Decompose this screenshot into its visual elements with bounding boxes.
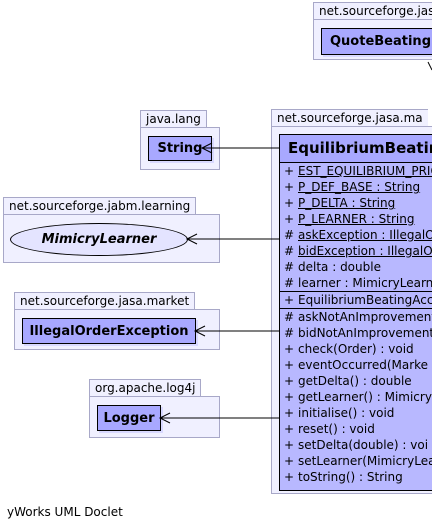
methods-section: #askNotAnImprovement#bidNotAnImprovement…: [280, 309, 432, 485]
member-row: +EquilibriumBeatingAcc: [280, 292, 432, 308]
member-row: +P_DEF_BASE : String: [280, 179, 432, 195]
visibility-marker: +: [284, 212, 295, 226]
member-text: learner : MimicryLearne: [298, 276, 432, 290]
member-text: bidNotAnImprovement: [298, 326, 432, 340]
member-text: P_DELTA : String: [298, 196, 396, 210]
member-row: #bidException : IllegalO: [280, 243, 432, 259]
class-name: QuoteBeating: [330, 34, 431, 49]
class-quote-beating[interactable]: QuoteBeating: [321, 28, 432, 55]
member-text: EST_EQUILIBRIUM_PRIC: [298, 164, 432, 178]
member-text: getDelta() : double: [298, 374, 412, 388]
constructors-section: +EquilibriumBeatingAcc: [280, 292, 432, 309]
visibility-marker: +: [284, 196, 295, 210]
member-text: setLearner(MimicryLea: [298, 454, 432, 468]
package-learning: net.sourceforge.jabm.learning MimicryLea…: [3, 197, 220, 263]
member-row: #delta : double: [280, 259, 432, 275]
package-label: net.sourceforge.jasa.ma: [271, 109, 428, 126]
member-text: askException : IllegalO: [298, 228, 432, 242]
visibility-marker: #: [284, 276, 295, 290]
member-row: #askNotAnImprovement: [280, 309, 432, 325]
package-label: org.apache.log4j: [89, 379, 202, 396]
fields-section: +EST_EQUILIBRIUM_PRIC+P_DEF_BASE : Strin…: [280, 163, 432, 292]
package-java-lang: java.lang String: [140, 110, 220, 170]
member-row: +getLearner() : Mimicry: [280, 389, 432, 405]
visibility-marker: #: [284, 244, 295, 258]
visibility-marker: +: [284, 438, 295, 452]
visibility-marker: +: [284, 470, 295, 484]
visibility-marker: +: [284, 342, 295, 356]
package-log4j: org.apache.log4j Logger: [89, 379, 220, 438]
package-quote: net.sourceforge.jasa QuoteBeating: [313, 2, 432, 60]
member-row: #learner : MimicryLearne: [280, 275, 432, 291]
member-text: delta : double: [298, 260, 381, 274]
member-row: +reset() : void: [280, 421, 432, 437]
visibility-marker: +: [284, 180, 295, 194]
class-illegal-order-exception[interactable]: IllegalOrderException: [22, 318, 196, 344]
package-label: java.lang: [140, 110, 207, 127]
class-name: IllegalOrderException: [29, 323, 189, 339]
visibility-marker: +: [284, 164, 295, 178]
member-text: P_DEF_BASE : String: [298, 180, 421, 194]
visibility-marker: +: [284, 390, 295, 404]
member-row: +P_LEARNER : String: [280, 211, 432, 227]
visibility-marker: +: [284, 293, 295, 307]
package-label: net.sourceforge.jasa.market: [14, 292, 196, 309]
interface-mimicry-learner[interactable]: MimicryLearner: [10, 223, 188, 256]
member-text: EquilibriumBeatingAcc: [298, 293, 432, 307]
member-row: +setDelta(double) : voi: [280, 437, 432, 453]
visibility-marker: +: [284, 358, 295, 372]
member-row: +EST_EQUILIBRIUM_PRIC: [280, 163, 432, 179]
member-text: reset() : void: [298, 422, 375, 436]
member-text: initialise() : void: [298, 406, 395, 420]
member-text: check(Order) : void: [298, 342, 414, 356]
member-text: P_LEARNER : String: [298, 212, 415, 226]
member-text: getLearner() : Mimicry: [298, 390, 432, 404]
member-row: +check(Order) : void: [280, 341, 432, 357]
interface-name: MimicryLearner: [41, 232, 157, 247]
class-equilibrium-beating[interactable]: EquilibriumBeatin +EST_EQUILIBRIUM_PRIC+…: [279, 134, 432, 491]
visibility-marker: #: [284, 310, 295, 324]
member-text: askNotAnImprovement: [298, 310, 432, 324]
visibility-marker: +: [284, 374, 295, 388]
member-row: +toString() : String: [280, 469, 432, 485]
visibility-marker: #: [284, 326, 295, 340]
visibility-marker: +: [284, 422, 295, 436]
footer-credit: yWorks UML Doclet: [7, 505, 123, 519]
visibility-marker: #: [284, 260, 295, 274]
member-row: +initialise() : void: [280, 405, 432, 421]
visibility-marker: #: [284, 228, 295, 242]
member-row: #bidNotAnImprovement: [280, 325, 432, 341]
member-row: +P_DELTA : String: [280, 195, 432, 211]
class-logger[interactable]: Logger: [97, 405, 161, 431]
visibility-marker: +: [284, 454, 295, 468]
class-title: EquilibriumBeatin: [280, 135, 432, 163]
visibility-marker: +: [284, 406, 295, 420]
class-name: Logger: [103, 410, 155, 426]
package-label: net.sourceforge.jasa: [313, 2, 432, 19]
member-text: toString() : String: [298, 470, 403, 484]
package-label: net.sourceforge.jabm.learning: [3, 197, 197, 214]
member-row: +setLearner(MimicryLea: [280, 453, 432, 469]
member-text: setDelta(double) : voi: [298, 438, 429, 452]
package-market: net.sourceforge.jasa.market IllegalOrder…: [14, 292, 220, 350]
class-name: String: [157, 141, 203, 156]
class-string[interactable]: String: [148, 136, 212, 161]
member-text: bidException : IllegalO: [298, 244, 432, 258]
member-row: +eventOccurred(Marke: [280, 357, 432, 373]
member-row: #askException : IllegalO: [280, 227, 432, 243]
member-row: +getDelta() : double: [280, 373, 432, 389]
member-text: eventOccurred(Marke: [298, 358, 429, 372]
edge-from-quote: [427, 61, 432, 71]
